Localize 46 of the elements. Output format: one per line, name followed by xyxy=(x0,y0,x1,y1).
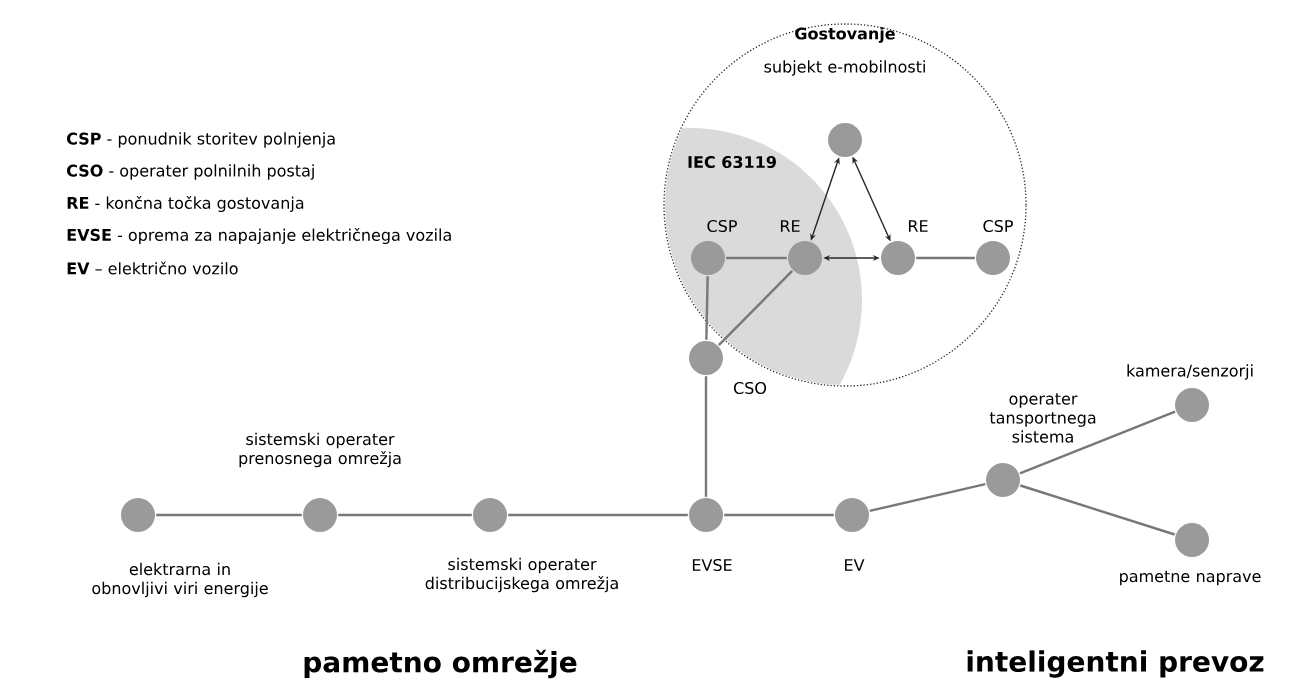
connector-line xyxy=(726,256,787,260)
connector-line xyxy=(1020,484,1176,536)
circle-node xyxy=(689,341,767,395)
circle-node xyxy=(689,498,732,572)
node-label: pametne naprave xyxy=(1120,570,1261,586)
connector-line xyxy=(338,513,472,517)
circle-node xyxy=(764,60,925,157)
circle-node xyxy=(835,498,869,571)
node-label: kamera/senzorji xyxy=(1127,364,1253,380)
connector-line xyxy=(508,513,688,517)
circle-node xyxy=(976,219,1013,275)
circle-node xyxy=(239,432,401,532)
connector-line xyxy=(724,513,834,517)
circle-node xyxy=(881,220,928,275)
connector-line xyxy=(1019,410,1176,475)
node-label: subjekt e-mobilnosti xyxy=(764,60,925,76)
node-label: EV xyxy=(845,559,865,571)
node-label: sistemski operater distribucijskega omrežja xyxy=(425,557,618,593)
circle-node xyxy=(986,393,1096,497)
circle-node xyxy=(780,220,822,275)
section-title: inteligentni prevoz xyxy=(967,650,1264,678)
node-label: RE xyxy=(908,220,928,232)
connector-line xyxy=(156,513,302,517)
definition-text: EV – električno vozilo xyxy=(67,261,238,275)
connector-line xyxy=(704,376,708,497)
definition-text: CSP - ponudnik storitev polnjenja xyxy=(67,132,335,148)
connector-line xyxy=(916,256,975,260)
connector-line xyxy=(869,482,986,513)
connector-line xyxy=(717,270,794,346)
node-label: CSP xyxy=(707,219,737,233)
definition-text: RE - končna točka gostovanja xyxy=(67,195,304,213)
node-label: RE xyxy=(780,220,800,232)
circle-node xyxy=(92,498,268,598)
definition-text: CSO - operater polnilnih postaj xyxy=(67,164,314,180)
node-label: CSP xyxy=(983,219,1013,233)
connector-line xyxy=(705,276,709,340)
circle-node xyxy=(425,498,618,593)
node-label: sistemski operater prenosnega omrežja xyxy=(239,432,401,468)
circle-node xyxy=(1127,364,1253,422)
circle-node xyxy=(691,219,737,275)
node-label: operater tansportnega sistema xyxy=(989,393,1096,443)
circle-node xyxy=(1120,523,1261,586)
node-label: EVSE xyxy=(692,558,732,572)
section-title: pametno omrežje xyxy=(304,649,577,679)
definition-text: EVSE - oprema za napajanje električnega vozila xyxy=(67,227,451,245)
node-label: elektrarna in obnovljivi viri energije xyxy=(92,562,268,598)
